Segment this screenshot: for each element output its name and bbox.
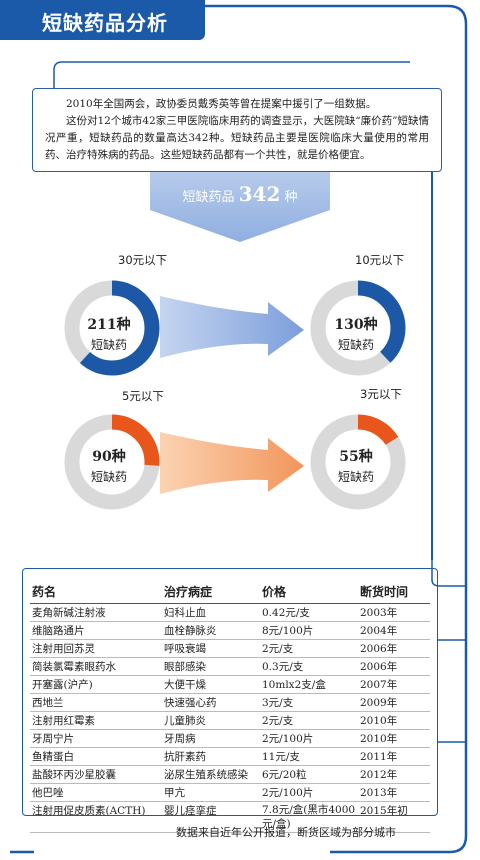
intro-paragraph-2: 这份对12个城市42家三甲医院临床用药的调查显示，大医院缺“廉价药”短缺情况严重… [45,115,429,161]
donut-3-count: 90种 [92,449,126,465]
table-cell: 8元/100片 [260,621,358,640]
table-cell: 盐酸环丙沙星胶囊 [30,765,162,784]
table-cell: 妇科止血 [162,603,260,622]
intro-box: 2010年全国两会，政协委员戴秀英等曾在提案中援引了一组数据。 这份对12个城市… [32,88,442,172]
table-cell: 2011年 [358,747,430,766]
donut-3-unit: 短缺药 [90,470,127,484]
table-cell: 2元/支 [260,639,358,658]
donut-4-count: 55种 [339,449,373,465]
donut-2-unit: 短缺药 [337,338,374,352]
table-cell: 儿童肺炎 [162,711,260,730]
total-count-label: 短缺药品 342 种 [150,182,330,206]
price-label-4: 3元以下 [360,387,402,401]
price-label-3: 5元以下 [122,389,164,403]
table-header-row: 药名治疗病症价格断货时间 [30,582,430,604]
donut-1-count: 211种 [87,317,131,333]
table-cell: 11元/支 [260,747,358,766]
table-cell: 婴儿痉挛症 [162,801,260,833]
title-bar: 短缺药品分析 [0,0,205,40]
table-header-cell: 治疗病症 [162,582,260,604]
table-cell: 2006年 [358,657,430,676]
source-note: 数据来自近年公开报道，断货区域为部分城市 [176,826,396,839]
table-cell: 牙周病 [162,729,260,748]
table-cell: 2元/100片 [260,783,358,802]
table-cell: 0.3元/支 [260,657,358,676]
table-cell: 泌尿生殖系统感染 [162,765,260,784]
table-cell: 注射用红霉素 [30,711,162,730]
table-cell: 2元/支 [260,711,358,730]
table-cell: 鱼精蛋白 [30,747,162,766]
table-header-cell: 价格 [260,582,358,604]
table-cell: 0.42元/支 [260,603,358,622]
table-cell: 2003年 [358,603,430,622]
table-cell: 开塞露(沪产) [30,675,162,694]
table-cell: 简装氯霉素眼药水 [30,657,162,676]
table-cell: 呼吸衰竭 [162,639,260,658]
price-label-1: 30元以下 [118,253,168,267]
table-header-cell: 药名 [30,582,162,604]
intro-paragraph-1: 2010年全国两会，政协委员戴秀英等曾在提案中援引了一组数据。 [66,98,377,110]
table-cell: 他巴唑 [30,783,162,802]
table-cell: 2010年 [358,729,430,748]
table-cell: 2015年初 [358,801,430,833]
donut-2-count: 130种 [334,317,378,333]
table-cell: 2004年 [358,621,430,640]
table-cell: 2013年 [358,783,430,802]
table-cell: 2010年 [358,711,430,730]
table-cell: 2006年 [358,639,430,658]
table-cell: 快速强心药 [162,693,260,712]
page-title: 短缺药品分析 [42,11,168,35]
table-cell: 抗肝素药 [162,747,260,766]
table-cell: 注射用促皮质素(ACTH) [30,801,162,833]
total-count-unit: 种 [284,190,298,205]
donut-4-text: 55种 短缺药 [311,446,401,485]
total-label-text: 短缺药品 [182,190,235,205]
table-cell: 2007年 [358,675,430,694]
table-header-cell: 断货时间 [358,582,430,604]
table-cell: 3元/支 [260,693,358,712]
orange-flow-arrow [160,432,304,494]
donut-3-text: 90种 短缺药 [64,446,154,485]
donut-1-unit: 短缺药 [90,338,127,352]
table-cell: 2012年 [358,765,430,784]
table-cell: 牙周宁片 [30,729,162,748]
total-count-number: 342 [238,182,281,206]
blue-flow-arrow [160,296,304,358]
table-cell: 10mlx2支/盒 [260,675,358,694]
donut-4-unit: 短缺药 [337,470,374,484]
table-cell: 6元/20粒 [260,765,358,784]
table-cell: 眼部感染 [162,657,260,676]
donut-1-text: 211种 短缺药 [64,314,154,353]
table-cell: 2元/100片 [260,729,358,748]
table-cell: 甲亢 [162,783,260,802]
price-label-2: 10元以下 [355,253,405,267]
table-cell: 血栓静脉炎 [162,621,260,640]
table-cell: 7.8元/盒(黑市4000元/盒) [260,801,358,833]
table-cell: 维脑路通片 [30,621,162,640]
table-cell: 注射用回苏灵 [30,639,162,658]
donut-2-text: 130种 短缺药 [311,314,401,353]
table-cell: 西地兰 [30,693,162,712]
table-cell: 麦角新碱注射液 [30,603,162,622]
table-cell: 大便干燥 [162,675,260,694]
table-cell: 2009年 [358,693,430,712]
